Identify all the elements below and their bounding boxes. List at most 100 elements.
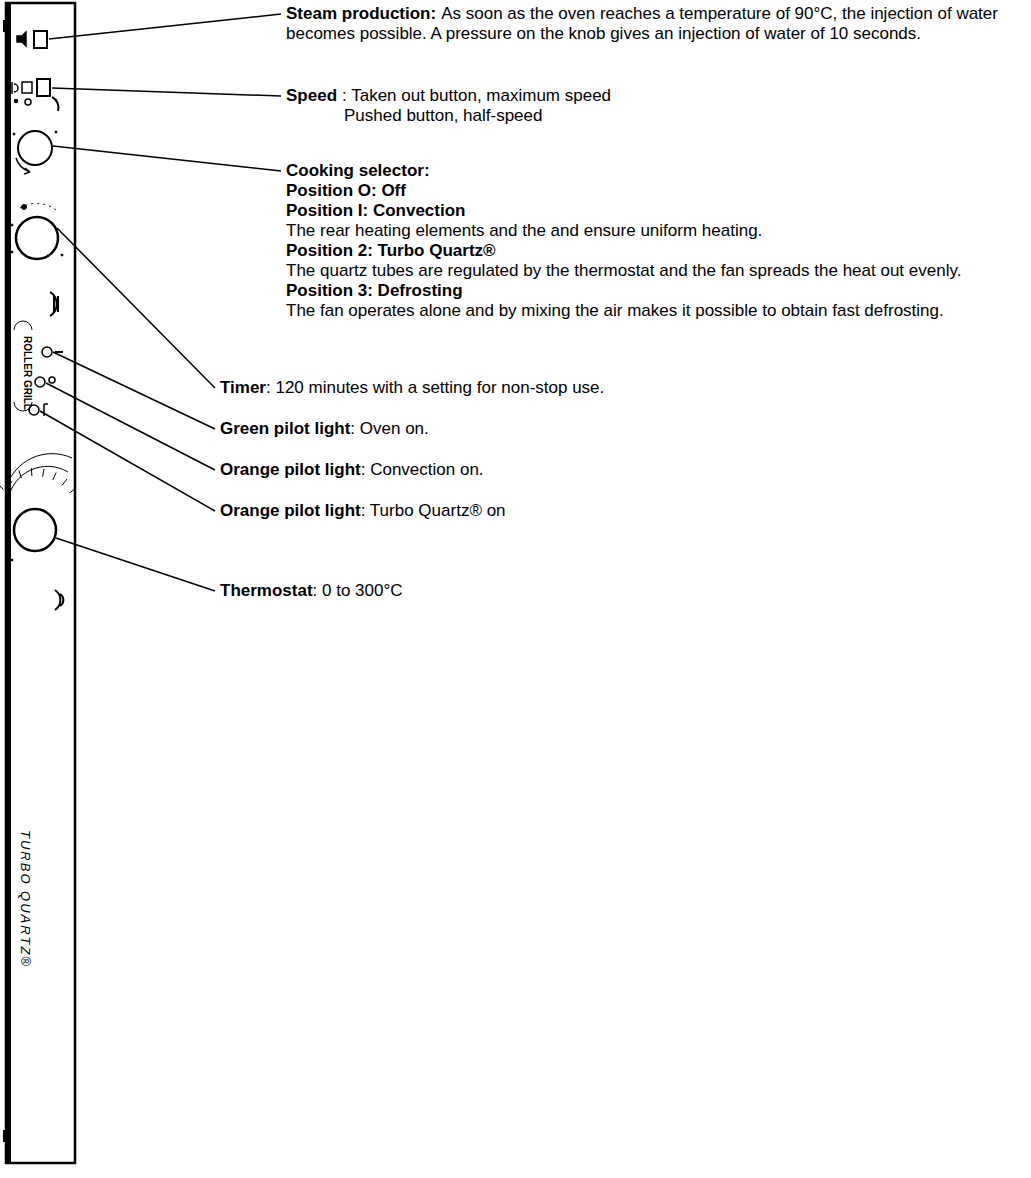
scale-tick	[19, 471, 21, 479]
leader-line	[53, 352, 215, 429]
leader-line	[53, 146, 281, 171]
callout-heading: Orange pilot light	[220, 501, 361, 520]
green-pilot-light	[42, 347, 52, 357]
callout-line: Position O: Off	[286, 181, 1024, 201]
callout-heading: Speed	[286, 86, 337, 105]
timer-knob	[11, 203, 63, 316]
model-name: TURBO QUARTZ®	[18, 830, 32, 968]
thermostat-dial	[14, 509, 56, 551]
callout-text: Green pilot light: Oven on.	[220, 419, 1020, 439]
callout-line: Orange pilot light: Convection on.	[220, 460, 1020, 480]
callout-description: The fan operates alone and by mixing the…	[286, 301, 944, 320]
speed-push-button	[37, 79, 50, 96]
callout-description: : Oven on.	[350, 419, 428, 438]
leader-line	[49, 14, 281, 39]
brand-logo: ROLLER GRILL	[20, 336, 34, 410]
callout-line: Position I: Convection	[286, 201, 1024, 221]
callout-heading: Timer	[220, 378, 266, 397]
callout-line: Speed : Taken out button, maximum speed	[286, 86, 1024, 106]
scale-tick	[0, 484, 3, 490]
pilot-symbol	[49, 377, 55, 383]
callout-line: The fan operates alone and by mixing the…	[286, 301, 1024, 321]
panel-notch	[3, 20, 7, 32]
callout-heading: Orange pilot light	[220, 460, 361, 479]
timer-mark	[11, 224, 13, 226]
selector-mark	[55, 131, 57, 133]
cooking-selector-knob	[13, 131, 57, 174]
timer-mark	[22, 205, 27, 210]
speed-mark	[15, 100, 18, 103]
leader-line	[56, 538, 215, 591]
callout-description: : 0 to 300°C	[313, 581, 403, 600]
callout-line: Orange pilot light: Turbo Quartz® on	[220, 501, 1020, 521]
callout-text: Timer: 120 minutes with a setting for no…	[220, 378, 1020, 398]
callout-text: Speed : Taken out button, maximum speedPu…	[286, 86, 1024, 126]
thermostat-knob	[0, 454, 76, 610]
callout-text: Cooking selector:Position O: OffPosition…	[286, 161, 1024, 321]
orange-pilot-light	[35, 377, 45, 387]
speed-mark	[25, 99, 31, 105]
callout-line: Green pilot light: Oven on.	[220, 419, 1020, 439]
timer-mark	[61, 254, 63, 256]
callout-heading: Position I: Convection	[286, 201, 465, 220]
thermostat-icon	[55, 590, 63, 610]
callout-text: Steam production:As soon as the oven rea…	[286, 4, 1024, 44]
scale-tick	[43, 469, 44, 477]
callout-line: Steam production:As soon as the oven rea…	[286, 4, 1024, 44]
selector-arrow	[24, 168, 30, 174]
callout-description: Pushed button, half-speed	[344, 106, 542, 125]
callout-description: : Taken out button, maximum speed	[342, 86, 611, 105]
scale-tick	[62, 479, 67, 485]
callout-heading: Cooking selector:	[286, 161, 430, 180]
steam-button	[17, 31, 47, 48]
callout-line: Cooking selector:	[286, 161, 1024, 181]
callout-line: Position 3: Defrosting	[286, 281, 1024, 301]
leader-line	[52, 88, 281, 96]
callout-description: The quartz tubes are regulated by the th…	[286, 261, 961, 280]
callout-description: The rear heating elements and the and en…	[286, 221, 762, 240]
pilot-lights	[29, 347, 63, 416]
callout-heading: Steam production:	[286, 4, 436, 23]
selector-knob	[18, 131, 52, 165]
thermostat-ticks	[0, 468, 76, 498]
callout-text: Thermostat: 0 to 300°C	[220, 581, 1020, 601]
panel-edge	[6, 3, 11, 1163]
leader-line	[46, 383, 215, 470]
speed-icon	[12, 82, 18, 94]
callout-heading: Position 2: Turbo Quartz®	[286, 241, 496, 260]
speed-button	[12, 79, 58, 111]
panel-outline	[6, 3, 75, 1163]
callout-heading: Position 3: Defrosting	[286, 281, 463, 300]
callout-heading: Thermostat	[220, 581, 313, 600]
scale-tick	[53, 472, 56, 479]
timer-scale	[20, 203, 56, 210]
callout-line: Position 2: Turbo Quartz®	[286, 241, 1024, 261]
thermostat-scale	[6, 454, 72, 488]
callout-text: Orange pilot light: Convection on.	[220, 460, 1020, 480]
timer-mark	[11, 251, 13, 253]
timer-dial	[16, 217, 58, 259]
callout-line: Pushed button, half-speed	[344, 106, 1024, 126]
callout-heading: Green pilot light	[220, 419, 350, 438]
callout-line: Timer: 120 minutes with a setting for no…	[220, 378, 1020, 398]
callout-text: Orange pilot light: Turbo Quartz® on	[220, 501, 1020, 521]
control-panel	[3, 3, 75, 1163]
speed-arc	[52, 97, 58, 111]
callout-heading: Position O: Off	[286, 181, 406, 200]
thermostat-scale	[8, 466, 68, 500]
callout-line: Thermostat: 0 to 300°C	[220, 581, 1020, 601]
callout-description: : Convection on.	[361, 460, 484, 479]
steam-icon	[17, 32, 26, 46]
scale-tick	[31, 468, 33, 476]
callout-line: The quartz tubes are regulated by the th…	[286, 261, 1024, 281]
scale-tick	[7, 476, 11, 483]
thermostat-mark	[11, 559, 13, 561]
callout-description: : 120 minutes with a setting for non-sto…	[266, 378, 604, 397]
panel-notch	[3, 1130, 7, 1142]
callout-description: : Turbo Quartz® on	[361, 501, 506, 520]
leader-line	[40, 411, 215, 511]
steam-push-button	[34, 31, 47, 48]
callout-line: The rear heating elements and the and en…	[286, 221, 1024, 241]
